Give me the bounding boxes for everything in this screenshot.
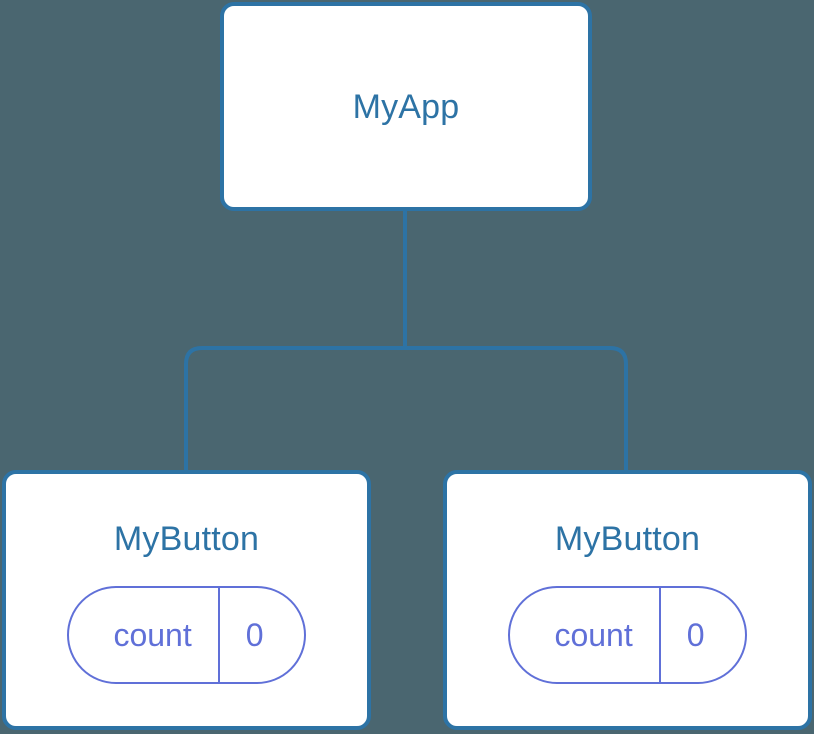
- state-pill-child-1[interactable]: count 0: [508, 586, 747, 684]
- state-pill-value-child-0: 0: [245, 617, 264, 653]
- tree-node-child-0[interactable]: MyButton count 0: [2, 470, 371, 730]
- node-title-root: MyApp: [352, 87, 460, 126]
- connector-branch-right: [405, 346, 628, 472]
- node-title-child-0: MyButton: [113, 520, 260, 558]
- state-pill-key-child-0: count: [113, 617, 192, 653]
- state-pill-divider-child-1: [658, 588, 661, 682]
- node-title-child-1: MyButton: [554, 520, 701, 558]
- state-pill-key-child-1: count: [554, 617, 633, 653]
- state-pill-child-0[interactable]: count 0: [67, 586, 306, 684]
- tree-node-child-1[interactable]: MyButton count 0: [443, 470, 812, 730]
- state-pill-value-child-1: 0: [686, 617, 705, 653]
- state-pill-divider-child-0: [217, 588, 220, 682]
- tree-node-root[interactable]: MyApp: [220, 2, 592, 211]
- connector-branch-left: [184, 346, 405, 472]
